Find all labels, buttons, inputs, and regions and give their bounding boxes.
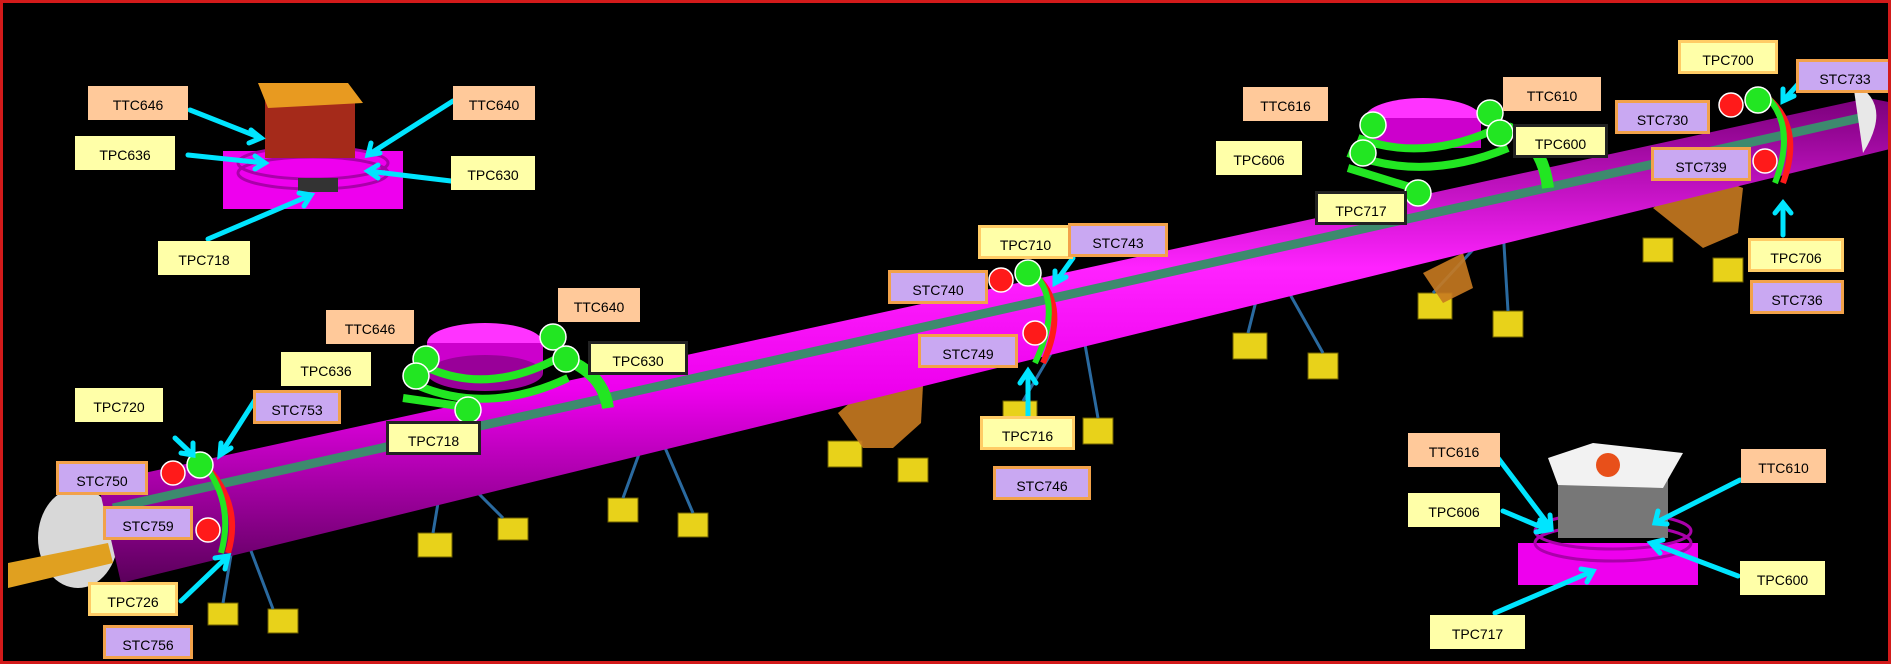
pipe-end-white (1853, 83, 1877, 153)
label-tpc636-mid: TPC636 (281, 352, 371, 386)
label-stc739: STC739 (1651, 147, 1751, 181)
indicator-arrows (172, 70, 1811, 616)
label-tpc717-inset: TPC717 (1430, 615, 1525, 649)
label-stc746: STC746 (993, 466, 1091, 500)
label-ttc640-mid: TTC640 (558, 288, 640, 322)
label-ttc640-top: TTC640 (453, 86, 535, 120)
label-stc736: STC736 (1750, 280, 1844, 314)
label-ttc610-inset: TTC610 (1741, 449, 1826, 483)
label-ttc616-inset: TTC616 (1408, 433, 1500, 467)
label-tpc606-mid: TPC606 (1216, 141, 1302, 175)
label-tpc636-top: TPC636 (75, 136, 175, 170)
label-stc730: STC730 (1615, 100, 1710, 134)
inset-pump-right (1518, 443, 1698, 585)
label-ttc610-mid: TTC610 (1503, 77, 1601, 111)
label-tpc630-mid: TPC630 (588, 341, 688, 375)
label-stc740: STC740 (888, 270, 988, 304)
orange-shaft (8, 543, 113, 588)
pipe-supports (207, 173, 1744, 634)
label-tpc718-mid: TPC718 (386, 421, 481, 455)
label-stc756: STC756 (103, 625, 193, 659)
label-tpc600-inset: TPC600 (1740, 561, 1825, 595)
label-stc743: STC743 (1068, 223, 1168, 257)
label-tpc726: TPC726 (88, 582, 178, 616)
label-tpc600-mid: TPC600 (1513, 124, 1608, 158)
label-stc750: STC750 (56, 461, 148, 495)
label-stc733: STC733 (1796, 59, 1888, 93)
label-ttc646-mid: TTC646 (326, 310, 414, 344)
label-tpc706: TPC706 (1748, 238, 1844, 272)
label-tpc718-top: TPC718 (158, 241, 250, 275)
label-stc759: STC759 (103, 506, 193, 540)
label-tpc630-top: TPC630 (451, 156, 535, 190)
label-stc749: STC749 (918, 334, 1018, 368)
label-tpc716: TPC716 (980, 416, 1075, 450)
label-tpc710: TPC710 (978, 225, 1073, 259)
label-tpc700: TPC700 (1678, 40, 1778, 74)
label-ttc646-top: TTC646 (88, 86, 188, 120)
label-stc753: STC753 (253, 390, 341, 424)
label-tpc720: TPC720 (75, 388, 163, 422)
label-tpc717-mid: TPC717 (1315, 191, 1407, 225)
label-tpc606-inset: TPC606 (1408, 493, 1500, 527)
label-ttc616-mid: TTC616 (1243, 87, 1328, 121)
inset-pump-left (223, 83, 403, 209)
